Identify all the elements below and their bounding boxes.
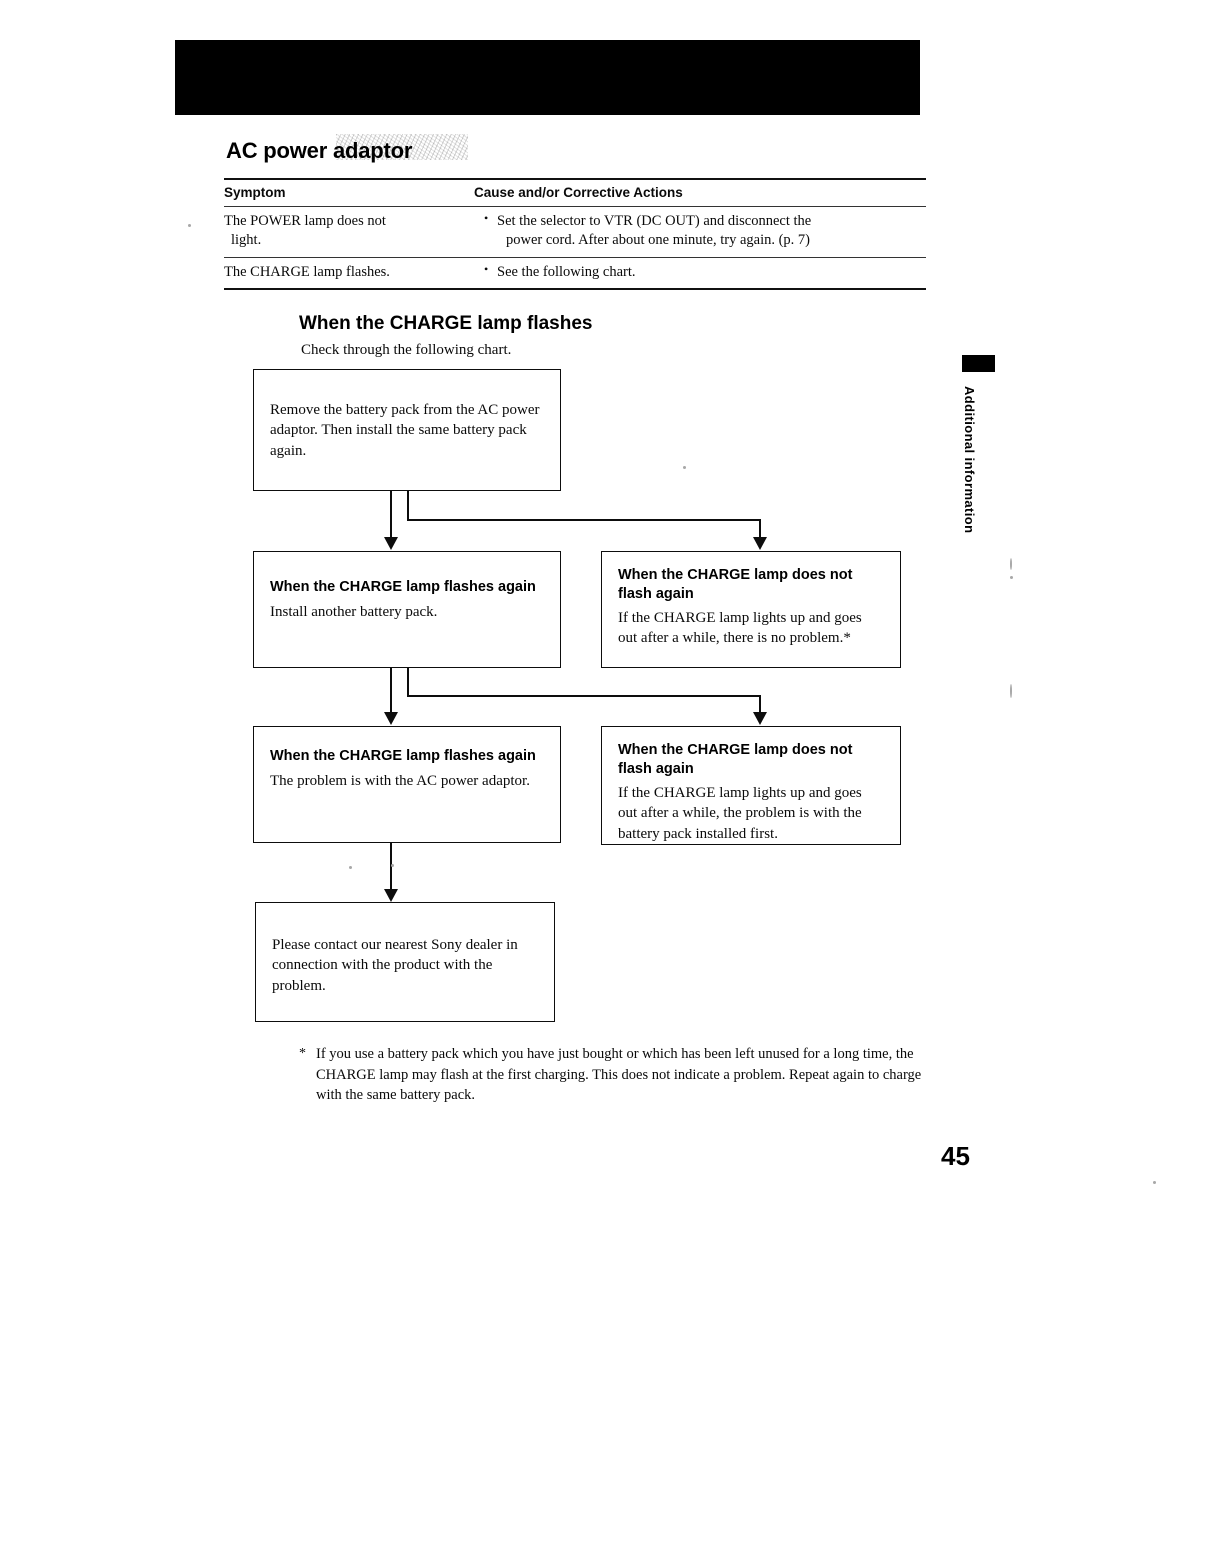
footnote-marker: *: [299, 1046, 306, 1061]
footnote: * If you use a battery pack which you ha…: [299, 1044, 924, 1106]
connector-2-down-right: [759, 695, 761, 712]
arrow-to-end: [384, 889, 398, 902]
flowchart-box-left-2-body: The problem is with the AC power adaptor…: [270, 772, 530, 789]
table-header-row: Symptom Cause and/or Corrective Actions: [224, 180, 926, 206]
connector-1-across: [407, 519, 761, 521]
connector-2-branch-stub: [407, 668, 409, 697]
table-header-rule: [224, 206, 926, 207]
flowchart-box-left-2-head: When the CHARGE lamp flashes again: [270, 748, 536, 764]
arrow-to-left-2: [384, 712, 398, 725]
flowchart-box-end-body: Please contact our nearest Sony dealer i…: [272, 937, 518, 994]
flowchart-box-right-1: When the CHARGE lamp does not flash agai…: [601, 551, 901, 668]
column-header-cause: Cause and/or Corrective Actions: [474, 185, 683, 200]
symptom-line-2: light.: [231, 232, 262, 249]
action-line-1: See the following chart.: [484, 262, 926, 282]
cell-symptom: The CHARGE lamp flashes.: [224, 258, 484, 288]
flowchart-box-right-2: When the CHARGE lamp does not flash agai…: [601, 726, 901, 845]
flowchart-box-left-1: When the CHARGE lamp flashes again Insta…: [253, 551, 561, 668]
table-top-rule: [224, 178, 926, 180]
page-header-black-bar: [175, 40, 920, 115]
table-row-rule: [224, 256, 926, 258]
scan-speckle: [1010, 576, 1013, 579]
footnote-text: If you use a battery pack which you have…: [316, 1046, 922, 1104]
flowchart-box-right-2-body: If the CHARGE lamp lights up and goes ou…: [618, 785, 862, 842]
cell-action: Set the selector to VTR (DC OUT) and dis…: [484, 207, 926, 257]
section-heading: AC power adaptor: [226, 138, 413, 163]
scan-speckle: [1153, 1181, 1156, 1184]
scan-speckle: [188, 224, 191, 227]
table-row: The POWER lamp does not light. Set the s…: [224, 207, 926, 257]
scan-speckle: [683, 466, 686, 469]
symptom-line-1: The CHARGE lamp flashes.: [224, 263, 390, 280]
flowchart-title: When the CHARGE lamp flashes: [299, 313, 593, 334]
table-bottom-rule: [224, 287, 926, 290]
cell-action: See the following chart.: [484, 258, 926, 288]
flowchart-box-right-2-head: When the CHARGE lamp does not flash agai…: [618, 742, 853, 777]
scan-speckle: [349, 866, 352, 869]
flowchart-box-right-1-head: When the CHARGE lamp does not flash agai…: [618, 567, 853, 602]
scan-speckle: [1010, 558, 1012, 570]
flowchart-box-end: Please contact our nearest Sony dealer i…: [255, 902, 555, 1022]
arrow-to-right-1: [753, 537, 767, 550]
flowchart-box-left-2: When the CHARGE lamp flashes again The p…: [253, 726, 561, 843]
flowchart-box-start-body: Remove the battery pack from the AC powe…: [270, 402, 540, 459]
column-header-symptom: Symptom: [224, 185, 286, 200]
flowchart-box-start: Remove the battery pack from the AC powe…: [253, 369, 561, 491]
connector-1-down-right: [759, 519, 761, 537]
arrow-to-right-2: [753, 712, 767, 725]
page-number: 45: [941, 1141, 970, 1171]
connector-2-down-left: [390, 668, 392, 712]
scan-speckle: [1010, 684, 1012, 698]
side-tab-label: Additional information: [962, 386, 977, 534]
side-tab-black-bar: [962, 355, 995, 372]
table-row: The CHARGE lamp flashes. See the followi…: [224, 258, 926, 288]
flowchart-subtitle: Check through the following chart.: [301, 342, 512, 358]
flowchart-box-left-1-head: When the CHARGE lamp flashes again: [270, 579, 536, 595]
troubleshooting-table: Symptom Cause and/or Corrective Actions …: [224, 178, 926, 290]
flowchart-box-right-1-body: If the CHARGE lamp lights up and goes ou…: [618, 610, 862, 647]
scan-speckle: [391, 864, 394, 867]
connector-1-down-left: [390, 491, 392, 537]
action-line-2: power cord. After about one minute, try …: [506, 232, 811, 249]
connector-2-across: [407, 695, 761, 697]
connector-1-branch-stub: [407, 491, 409, 521]
cell-symptom: The POWER lamp does not light.: [224, 207, 484, 257]
symptom-line-1: The POWER lamp does not: [224, 213, 386, 229]
flowchart-box-left-1-body: Install another battery pack.: [270, 603, 438, 620]
arrow-to-left-1: [384, 537, 398, 550]
action-line-1: Set the selector to VTR (DC OUT) and dis…: [484, 211, 926, 231]
